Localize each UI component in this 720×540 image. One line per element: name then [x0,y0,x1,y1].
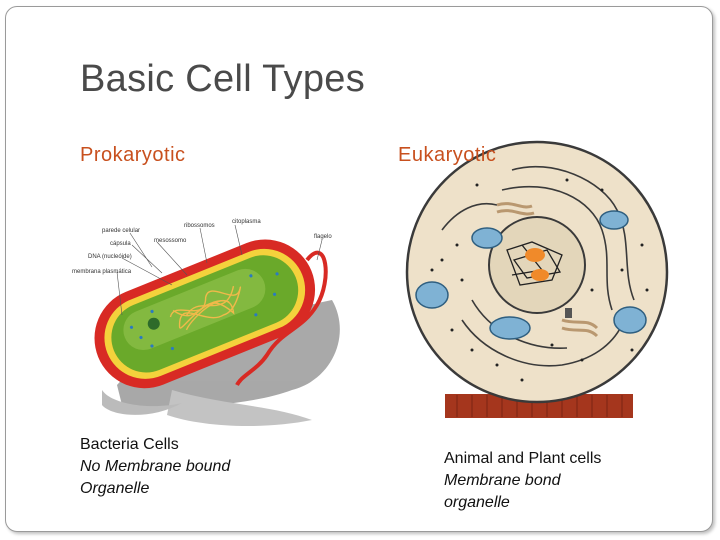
caption-left-line2: No Membrane bound [80,458,231,475]
mesosome [147,317,160,330]
caption-left-line1: Bacteria Cells [80,436,179,453]
caption-right-line3: organelle [444,494,510,511]
eukaryote-illustration [405,140,669,418]
slide-title: Basic Cell Types [80,58,365,100]
prokaryotic-caption: Bacteria Cells No Membrane bound Organel… [80,434,230,500]
label-citoplasma: citoplasma [232,219,261,225]
label-membrana: membrana plasmática [72,269,132,275]
label-capsula: cápsula [110,241,131,247]
label-flagelo: flagelo [314,234,332,240]
caption-right-line1: Animal and Plant cells [444,450,602,467]
eukaryotic-heading: Eukaryotic [398,144,497,166]
label-parede: parede celular [102,228,140,234]
label-lines [116,224,323,316]
nucleolus [525,248,545,262]
label-mesossomo: mesossomo [154,238,187,244]
caption-left-line3: Organelle [80,480,150,497]
centriole [565,308,572,318]
golgi-apparatus [496,202,599,338]
label-dna: DNA (nucleóide) [88,254,132,260]
cytoplasm-granules [430,178,649,382]
ribosomes [129,272,279,351]
nucleoid [169,285,242,331]
prokaryotic-heading: Prokaryotic [80,144,186,166]
prokaryote-illustration: parede celular cápsula DNA (nucleóide) m… [72,219,340,427]
eukaryotic-caption: Animal and Plant cells Membrane bond org… [444,448,601,514]
mitochondria [415,210,647,340]
caption-right-line2: Membrane bond [444,472,561,489]
nucleus [488,216,586,314]
label-ribossomos: ribossomos [184,223,215,229]
